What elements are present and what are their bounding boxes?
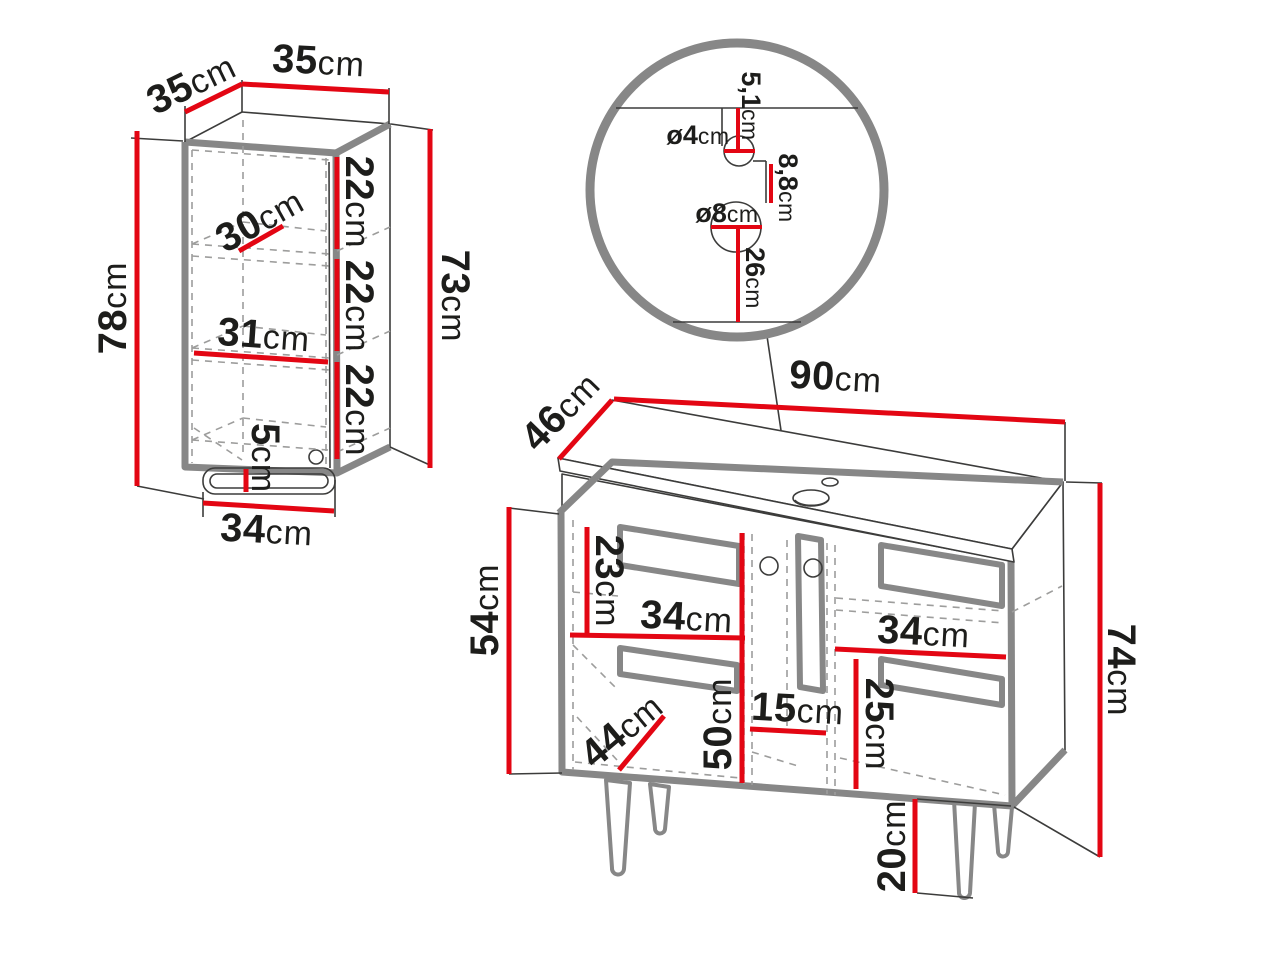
dim-label-body-height: 54cm (463, 564, 507, 657)
dim-label-offset-bottom: 26cm (740, 247, 770, 309)
wall-cabinet: 35cm 35cm 78cm 73cm 22cm 22cm 22cm 30cm … (91, 37, 477, 555)
leg-front-left (604, 778, 632, 877)
dim-label-height-inner: 73cm (433, 250, 477, 343)
dim-label-top-width: 35cm (271, 37, 366, 86)
dim-line-top-depth (557, 398, 614, 461)
dim-label-inner-height: 50cm (696, 678, 740, 771)
leg-front-right (952, 798, 977, 900)
dim-label-bottom-width: 34cm (219, 506, 314, 555)
detail-circle-ring (585, 38, 889, 342)
inner-right-edge (328, 161, 331, 469)
faucet-hole-icon (821, 477, 839, 487)
dim-line-shelf-depth (237, 223, 285, 254)
vanity-cabinet: 46cm 90cm 54cm 23cm 34cm 50cm 44cm 15cm … (463, 353, 1143, 900)
dim-label-section-2: 22cm (337, 260, 381, 353)
dim-line-top-width (613, 396, 1066, 425)
towel-rail-inner (209, 473, 329, 489)
dim-line-door-left-width (569, 632, 746, 641)
body-right-edge-highlight (1007, 560, 1068, 810)
countertop-front-edge (557, 457, 1015, 563)
dim-line-inner-depth (617, 714, 666, 772)
dim-label-holes-gap: 8,8cm (773, 153, 803, 222)
dim-label-small-hole: ø4cm (666, 120, 729, 150)
left-door-lower-recess (617, 645, 740, 694)
vanity-structure (556, 399, 1068, 900)
dim-label-door-right-width: 34cm (876, 608, 971, 657)
dim-label-door-left-width: 34cm (639, 593, 734, 642)
wall-cabinet-hidden-edges (191, 120, 391, 465)
drain-hole-rim (794, 499, 829, 507)
right-door-upper-recess (878, 542, 1005, 609)
dim-label-section-1: 22cm (337, 156, 381, 249)
dim-line-top-depth (183, 81, 244, 115)
dim-line-door-right-width (834, 646, 1007, 660)
leg-back-right (992, 802, 1014, 859)
pipe-hole-right-icon (803, 558, 823, 578)
dim-label-section-3: 22cm (337, 364, 381, 457)
right-door-lower-recess (878, 656, 1005, 708)
dim-line-top-width (241, 81, 390, 95)
body-edge-highlight (181, 142, 392, 477)
body-edge-highlight (557, 511, 1013, 810)
left-door-upper-recess (617, 524, 742, 587)
detail-dimensions: 5,1cm ø4cm 8,8cm ø8cm 26cm (666, 71, 803, 322)
dim-label-top-width: 90cm (788, 353, 883, 402)
dim-label-offset-top: 5,1cm (736, 71, 766, 140)
dim-label-height-total: 78cm (91, 262, 135, 355)
pipe-hole-left-icon (759, 556, 779, 576)
wall-cabinet-dimensions: 35cm 35cm 78cm 73cm 22cm 22cm 22cm 30cm … (91, 37, 477, 555)
vanity-hidden-edges (572, 520, 1063, 796)
dim-label-recess-right: 25cm (857, 678, 901, 771)
dim-label-leg-height: 20cm (870, 800, 914, 893)
plumbing-detail-circle: 5,1cm ø4cm 8,8cm ø8cm 26cm (585, 38, 889, 492)
dim-label-recess-left: 23cm (587, 535, 631, 628)
dim-label-shelf-width: 31cm (216, 310, 312, 360)
dim-label-large-hole: ø8cm (695, 198, 758, 228)
dim-line-middle-width (749, 726, 827, 736)
dim-line-shelf-width (193, 350, 329, 365)
door-hole-icon (308, 449, 324, 465)
dim-label-total-height: 74cm (1099, 624, 1143, 717)
center-gap-slot (795, 533, 826, 694)
leg-back-left (648, 782, 671, 836)
dim-line-bottom-width (202, 500, 335, 514)
dim-label-rail-height: 5cm (243, 423, 287, 493)
countertop-under-edge-highlight (556, 458, 1064, 516)
dim-label-middle-width: 15cm (750, 685, 845, 734)
